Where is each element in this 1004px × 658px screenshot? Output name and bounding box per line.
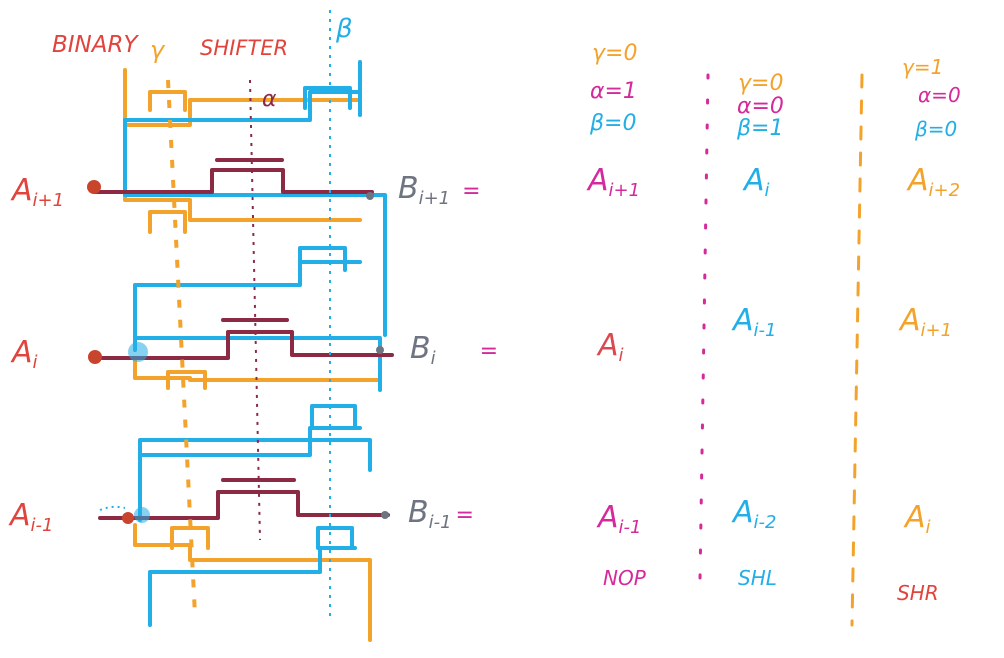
output-node-mid bbox=[376, 346, 384, 354]
title-binary: BINARY bbox=[52, 32, 139, 58]
column-shl: γ=0 α=0 β=1 Ai Ai-1 Ai-2 SHL bbox=[731, 71, 784, 590]
column-shr: γ=1 α=0 β=0 Ai+2 Ai+1 Ai SHR bbox=[897, 55, 961, 605]
separator-2 bbox=[850, 73, 864, 627]
column-separators bbox=[698, 73, 864, 627]
mode-table: γ=0 α=1 β=0 Ai+1 Ai Ai-1 NOP γ=0 α=0 β=1… bbox=[586, 41, 961, 627]
col3-row2: Ai+1 bbox=[898, 303, 952, 341]
title-beta: β bbox=[335, 14, 353, 44]
col3-control-gamma: γ=1 bbox=[902, 55, 943, 79]
col3-row1: Ai+2 bbox=[906, 163, 960, 201]
col1-row2: Ai bbox=[596, 328, 624, 366]
output-label-b-i: Bi= bbox=[410, 331, 498, 369]
col2-row3: Ai-2 bbox=[731, 495, 776, 533]
column-nop: γ=0 α=1 β=0 Ai+1 Ai Ai-1 NOP bbox=[586, 41, 647, 590]
data-wires bbox=[90, 158, 394, 520]
title-gamma: γ bbox=[150, 36, 166, 64]
title-shifter: SHIFTER bbox=[200, 36, 288, 60]
col2-mode-label: SHL bbox=[738, 566, 777, 590]
input-node-mid bbox=[88, 350, 102, 364]
col1-row1: Ai+1 bbox=[586, 163, 640, 201]
input-labels: Ai+1 Ai Ai-1 bbox=[8, 173, 64, 536]
circuit: BINARY γ SHIFTER β α Ai+1 Ai Ai-1 Bi+1= … bbox=[8, 10, 498, 642]
output-label-b-i-minus-1: Bi-1= bbox=[408, 495, 474, 533]
junction-mid bbox=[128, 342, 148, 362]
col1-control-gamma: γ=0 bbox=[592, 41, 637, 66]
input-label-a-i-minus-1: Ai-1 bbox=[8, 498, 53, 536]
col3-row3: Ai bbox=[903, 500, 931, 538]
circuit-title: BINARY γ SHIFTER β α bbox=[52, 14, 353, 112]
col1-control-beta: β=0 bbox=[589, 111, 636, 136]
col2-row2: Ai-1 bbox=[731, 303, 776, 341]
input-label-a-i: Ai bbox=[10, 335, 38, 373]
output-labels: Bi+1= Bi= Bi-1= bbox=[398, 171, 498, 533]
col1-row3: Ai-1 bbox=[596, 500, 641, 538]
nodes bbox=[87, 180, 389, 524]
input-node-bot bbox=[122, 512, 134, 524]
col3-mode-label: SHR bbox=[897, 581, 939, 605]
output-label-b-i-plus-1: Bi+1= bbox=[398, 171, 481, 209]
junction-bot bbox=[134, 507, 150, 523]
col3-control-alpha: α=0 bbox=[918, 83, 961, 107]
input-node-top bbox=[87, 180, 101, 194]
col2-control-gamma: γ=0 bbox=[738, 71, 783, 96]
col1-control-alpha: α=1 bbox=[590, 79, 637, 104]
col1-mode-label: NOP bbox=[603, 566, 647, 590]
col2-control-alpha: α=0 bbox=[737, 94, 784, 119]
input-label-a-i-plus-1: Ai+1 bbox=[10, 173, 64, 211]
output-node-bot bbox=[381, 511, 389, 519]
control-lines bbox=[99, 10, 331, 620]
col3-control-beta: β=0 bbox=[914, 117, 957, 141]
col2-row1: Ai bbox=[742, 163, 770, 201]
title-alpha: α bbox=[262, 87, 277, 112]
col2-control-beta: β=1 bbox=[736, 116, 783, 141]
output-node-top bbox=[366, 192, 374, 200]
separator-1 bbox=[698, 73, 710, 582]
